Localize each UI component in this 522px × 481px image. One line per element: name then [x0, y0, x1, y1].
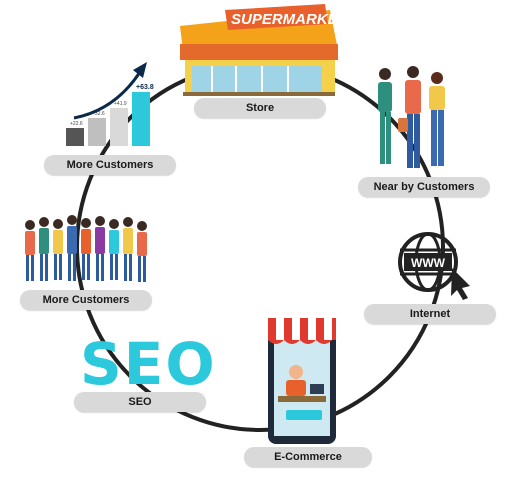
seo-logo: SEO	[80, 330, 217, 398]
node-more-customers-top: More Customers	[44, 155, 176, 175]
bar-label-4: +63.8	[136, 84, 154, 91]
www-globe-icon: WWW	[398, 232, 470, 300]
supermarket-illustration: SUPERMARKET	[180, 4, 349, 96]
ecommerce-phone-illustration	[268, 318, 336, 444]
www-label: WWW	[411, 256, 446, 270]
node-store: Store	[194, 98, 326, 118]
nearby-customers-illustration	[378, 66, 445, 168]
node-internet: Internet	[364, 304, 496, 324]
node-ecommerce: E-Commerce	[244, 447, 372, 467]
crowd-illustration	[25, 215, 147, 282]
bar-label-2: +32.6	[92, 111, 105, 117]
supermarket-sign: SUPERMARKET	[231, 11, 349, 28]
node-more-customers-left: More Customers	[20, 290, 152, 310]
growth-arrow-line	[73, 71, 142, 120]
growth-chart-icon: +22.6 +32.6 +41.9 +63.8	[66, 62, 154, 146]
growth-arrow-head-icon	[133, 62, 147, 78]
node-seo: SEO	[74, 392, 206, 412]
node-nearby-customers: Near by Customers	[358, 177, 490, 197]
bar-label-1: +22.6	[70, 121, 83, 127]
bar-label-3: +41.9	[114, 101, 127, 107]
cursor-icon	[451, 268, 470, 300]
